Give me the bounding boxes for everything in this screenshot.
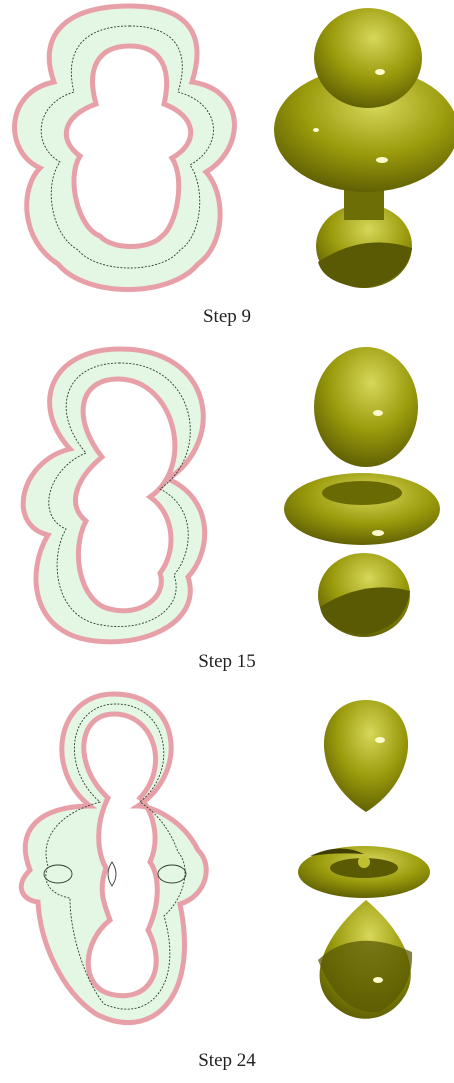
center-blob [358,856,370,868]
disk-shadow [322,481,402,505]
highlight [376,157,388,163]
highlight [372,530,384,536]
bottom-lobe-shadow [318,940,413,1013]
narrow-band [12,3,237,292]
step-15-level-set-band [20,346,208,645]
zero-contour [48,362,191,627]
step-9-graphics [12,3,454,292]
highlight [373,410,383,416]
step-15-graphics [20,346,440,645]
zero-contour [45,703,186,1010]
narrow-band [18,691,209,1026]
zero-contour [40,25,214,269]
step-24-graphics [18,691,430,1026]
step-24-surface [298,700,430,1019]
narrow-band [20,346,208,645]
step-15-surface [284,347,440,637]
top-lobe [323,700,409,812]
torus-shadow [310,848,364,856]
step-label: Step 9 [202,306,252,327]
highlight [373,977,383,983]
inner-contour-left [43,864,73,884]
step-9-level-set-band [12,3,237,292]
highlight [375,737,385,743]
highlight [313,128,319,132]
step-24-level-set-band [18,691,209,1026]
top-lobe [314,347,418,467]
middle-bulge [274,68,454,192]
top-lobe [314,8,422,108]
step-label: Step 15 [198,651,256,672]
inner-contour-right [157,864,187,884]
panel-step-15: Step 15 [0,345,454,690]
highlight [375,69,385,75]
step-label: Step 24 [198,1050,256,1071]
bottom-lobe-shadow [318,242,412,288]
panel-step-24: Step 24 [0,690,454,1083]
panel-step-9: Step 9 [0,0,454,345]
step-9-surface [274,8,454,288]
inner-contour-center [107,861,117,887]
bottom-lobe-shadow [320,587,410,635]
